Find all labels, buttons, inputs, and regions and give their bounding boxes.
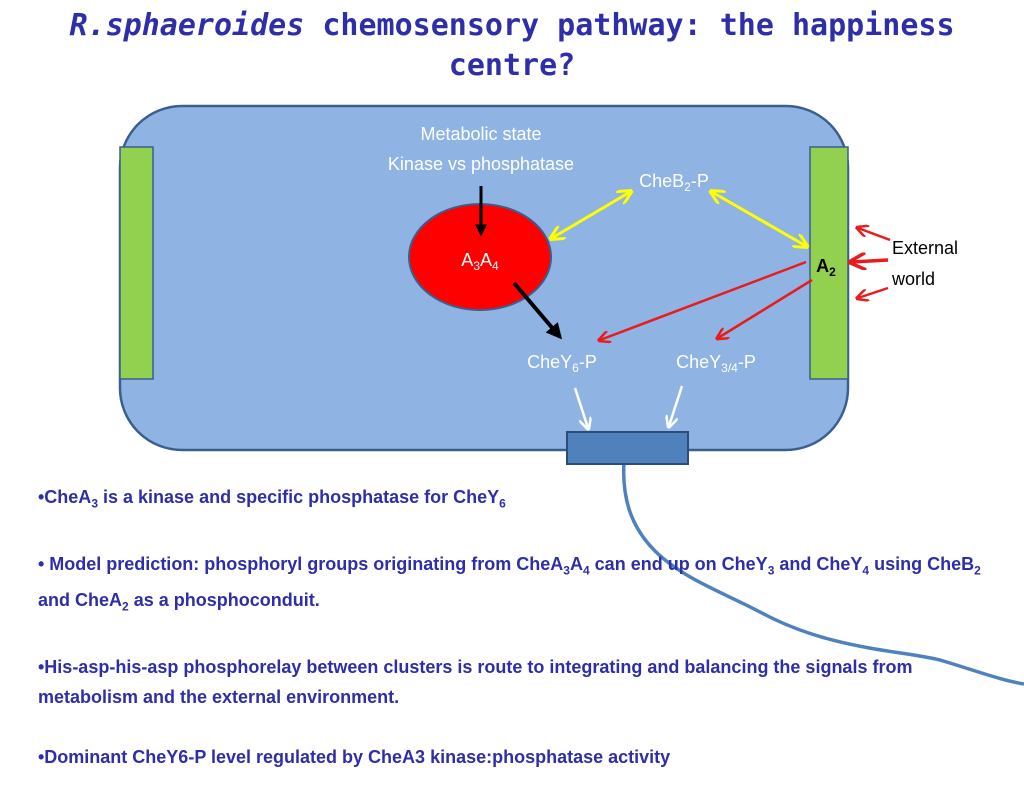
a2-to-chey34-arrow [718,278,813,338]
metabolic-state-label: Metabolic state [420,124,541,144]
bullet-model-prediction: • Model prediction: phosphoryl groups or… [38,553,981,614]
bullet-phosphorelay: •His-asp-his-asp phosphorelay between cl… [38,656,913,707]
left-membrane [119,146,154,380]
title-rest: chemosensory pathway: the happiness cent… [304,8,955,83]
a3a4-to-chey6-arrow [512,281,563,340]
bullet-dominant-chey6: •Dominant CheY6-P level regulated by Che… [38,746,671,767]
a2-to-chey6-arrow [600,260,807,340]
flagellar-motor [566,431,689,465]
external-arrow-middle [852,260,889,262]
chey6-to-motor-arrow [573,387,588,428]
a2-membrane [809,146,849,380]
flagellum [622,461,1024,686]
bullet-chea3: •CheA3 is a kinase and specific phosphat… [38,487,506,511]
kinase-phosphatase-label: Kinase vs phosphatase [388,154,574,174]
chey34-to-motor-arrow [669,385,684,426]
bullet-list: •CheA3 is a kinase and specific phosphat… [38,482,998,802]
external-arrow-bottom [858,286,889,298]
title-species: R.sphaeroides [69,8,305,43]
a3a4-label: A3A4 [461,250,499,273]
slide-title: R.sphaeroides chemosensory pathway: the … [0,6,1024,86]
a2-label: A2 [816,256,836,279]
external-label: External [892,238,958,258]
chey34-p-label: CheY3/4-P [676,352,756,375]
cheb2-a2-arrow [712,192,806,246]
world-label: world [891,269,935,289]
cheb2-p-label: CheB2-P [639,171,709,194]
chey6-p-label: CheY6-P [527,352,597,375]
pathway-diagram: Metabolic state Kinase vs phosphatase A3… [118,104,1024,686]
external-arrow-top [858,228,891,242]
a3a4-cheb2-arrow [552,192,630,238]
